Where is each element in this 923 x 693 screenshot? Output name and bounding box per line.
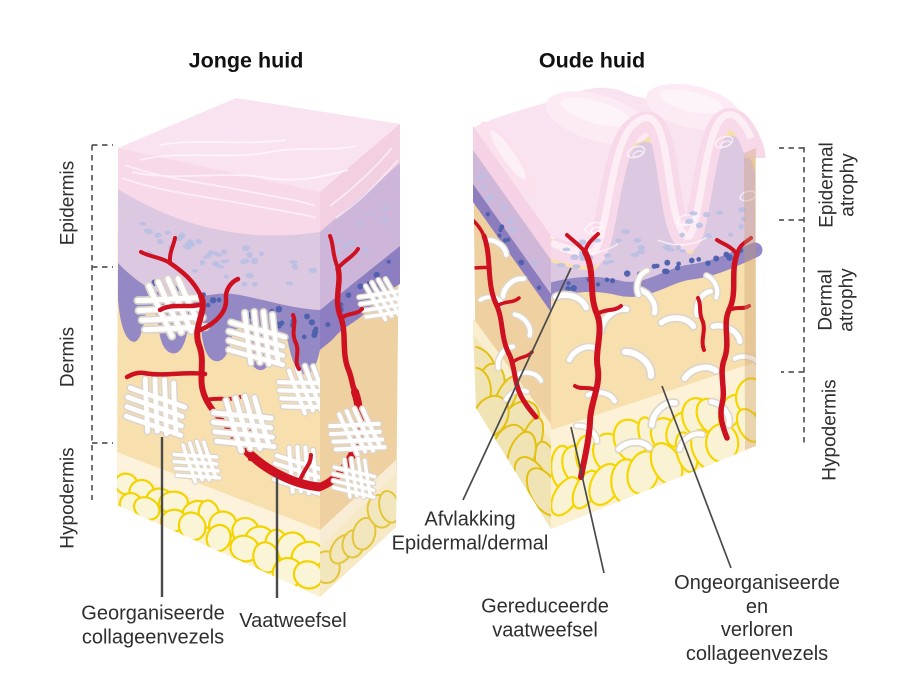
epidermal-atrophy-label: Epidermal atrophy bbox=[816, 142, 859, 228]
dermis-label: Dermis bbox=[57, 326, 79, 388]
young-dermis-contents bbox=[122, 236, 320, 496]
hypodermis-left-label: Hypodermis bbox=[57, 447, 79, 549]
leader-lines bbox=[160, 267, 732, 598]
young-skin-title: Jonge huid bbox=[188, 48, 304, 73]
young-fat-cells bbox=[117, 472, 320, 590]
disorganized-collagen-callout: Ongeorganiseerde en verloren collageenve… bbox=[674, 571, 840, 665]
hypodermis-right-label: Hypodermis bbox=[819, 379, 841, 481]
dermal-atrophy-label: Dermal atrophy bbox=[815, 268, 858, 332]
reduced-vascular-callout: Gereduceerde vaatweefsel bbox=[481, 595, 609, 641]
vascular-tissue-callout: Vaatweefsel bbox=[239, 610, 347, 633]
measurement-brackets bbox=[91, 144, 805, 500]
flattening-callout: Afvlakking Epidermal/dermal bbox=[391, 508, 549, 554]
young-skin-block bbox=[117, 98, 400, 597]
epidermis-label: Epidermis bbox=[57, 160, 79, 246]
old-dermis-contents bbox=[556, 232, 761, 480]
old-keratin-texture bbox=[559, 135, 757, 255]
old-skin-title: Oude huid bbox=[538, 48, 646, 73]
keratin-texture bbox=[121, 139, 399, 219]
old-blood-vessels bbox=[565, 232, 753, 480]
old-right-edge bbox=[744, 148, 756, 450]
old-skin-block bbox=[473, 83, 766, 529]
organized-collagen-callout: Georganiseerde collageenvezels bbox=[81, 602, 225, 648]
